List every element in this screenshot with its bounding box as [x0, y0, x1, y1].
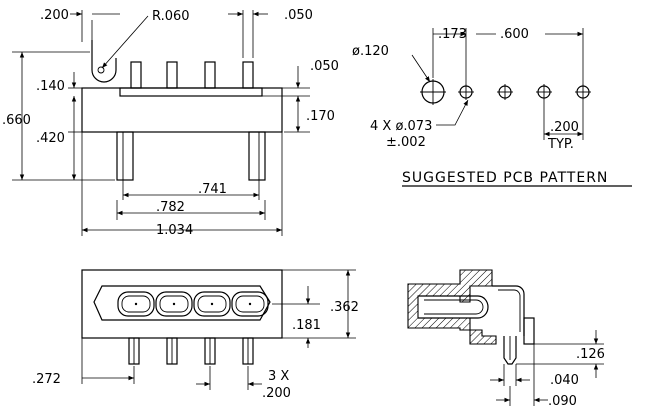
top-contact-4: [231, 291, 269, 317]
top-body: [81, 269, 283, 339]
typ-label: TYP.: [547, 137, 574, 152]
holes-note-line1: 4 X ø.073: [370, 119, 432, 134]
pin-2: [166, 61, 178, 89]
front-leg-left: [116, 131, 134, 181]
top-pin-3: [204, 337, 216, 365]
top-pin-2: [166, 337, 178, 365]
front-view: .200 R.060 .050 .050 .170 .660 .140 .420: [2, 8, 339, 238]
dim-200-label: .200: [40, 8, 69, 23]
hook-radius-center: [97, 66, 105, 74]
dim-170-label: .170: [306, 109, 335, 124]
top-pin-1: [128, 337, 140, 365]
dim-600-label: .600: [500, 27, 529, 42]
side-tab: [523, 317, 535, 345]
dim-173-label: .173: [438, 27, 467, 42]
dim-140-label: .140: [36, 79, 65, 94]
dim-126-label: .126: [576, 347, 605, 362]
pcb-hole-4: [575, 84, 591, 100]
dim-050-top-label: .050: [284, 8, 313, 23]
side-contact: [418, 295, 489, 319]
dim-420-label: .420: [36, 131, 65, 146]
dim-040-label: .040: [550, 373, 579, 388]
top-contact-1: [117, 291, 155, 317]
dim-200-typ-label: .200: [550, 120, 579, 135]
dim-181-label: .181: [292, 318, 321, 333]
top-contact-3: [193, 291, 231, 317]
top-contact-2: [155, 291, 193, 317]
pcb-hole-3: [536, 84, 552, 100]
pcb-hole-1: [458, 84, 474, 100]
dim-050-side-label: .050: [310, 59, 339, 74]
holes-note-line2: ±.002: [386, 135, 426, 150]
pcb-pattern-title: SUGGESTED PCB PATTERN: [402, 170, 608, 186]
top-pin-4: [242, 337, 254, 365]
dim-660-label: .660: [2, 113, 31, 128]
top-view: .362 .181 .272 3 X .200: [32, 269, 359, 401]
dim-dia120-label: ø.120: [352, 44, 389, 59]
pin-3: [204, 61, 216, 89]
dim-362-label: .362: [330, 300, 359, 315]
pcb-pattern: ø.120 .173 .600 4 X ø.073 ±.002 .200 TYP…: [352, 27, 632, 187]
dim-pitch-line2: .200: [262, 386, 291, 401]
side-spring-arm: [492, 285, 525, 336]
dim-1034-label: 1.034: [156, 223, 193, 238]
dim-782-label: .782: [156, 200, 185, 215]
dim-090-label: .090: [548, 394, 577, 409]
pcb-hole-2: [497, 84, 513, 100]
pin-4: [242, 61, 254, 89]
dim-272-label: .272: [32, 372, 61, 387]
top-boss: [93, 285, 271, 321]
front-body-upper: [81, 87, 283, 133]
side-pin: [503, 336, 517, 365]
dim-741-label: .741: [198, 182, 227, 197]
front-top-ridge: [119, 87, 263, 97]
pin-1: [130, 61, 142, 89]
dim-r060-label: R.060: [152, 9, 190, 24]
front-leg-right: [248, 131, 266, 181]
side-view: .126 .040 .090: [407, 269, 605, 409]
dim-pitch-line1: 3 X: [268, 369, 289, 384]
hook-contact: [91, 40, 117, 83]
